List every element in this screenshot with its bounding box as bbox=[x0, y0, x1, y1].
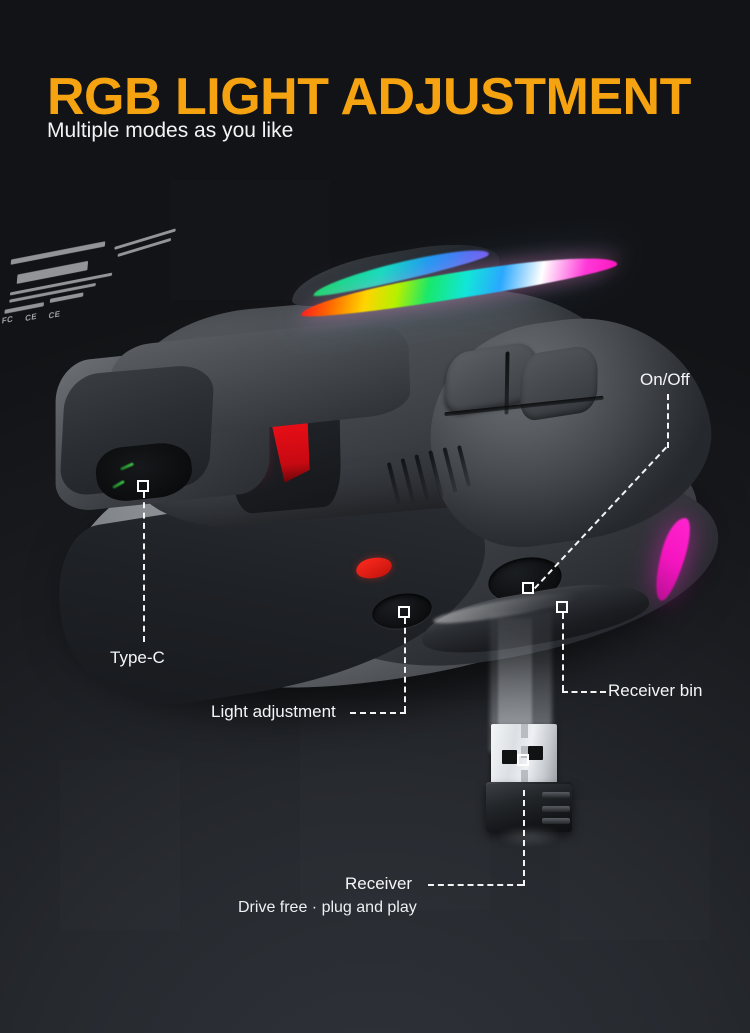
callout-line-receiver-bin-horizontal bbox=[562, 691, 606, 693]
callout-marker-on-off bbox=[522, 582, 534, 594]
callout-label-type-c: Type-C bbox=[110, 648, 165, 667]
callout-marker-receiver bbox=[517, 754, 529, 766]
callout-marker-receiver-bin bbox=[556, 601, 568, 613]
callout-label-receiver: Receiver bbox=[345, 874, 413, 893]
callout-line-light-adjustment-horizontal bbox=[350, 712, 406, 714]
usb-reflection bbox=[484, 828, 576, 854]
callout-line-type-c bbox=[143, 492, 145, 642]
callout-marker-type-c bbox=[137, 480, 149, 492]
page-title: RGB LIGHT ADJUSTMENT bbox=[47, 68, 691, 126]
mouse-illustration: FC CE CE bbox=[0, 228, 750, 721]
receiver-note: Drive free · plug and play bbox=[238, 899, 417, 916]
product-label-print: FC CE CE bbox=[0, 220, 192, 343]
callout-label-light-adjustment: Light adjustment bbox=[211, 702, 336, 721]
usb-receiver bbox=[462, 612, 602, 854]
usb-connector bbox=[491, 724, 557, 786]
callout-label-on-off: On/Off bbox=[640, 370, 690, 389]
motion-blur-trail bbox=[498, 618, 532, 744]
callout-marker-light-adjustment bbox=[398, 606, 410, 618]
page-subtitle: Multiple modes as you like bbox=[47, 119, 294, 142]
callout-label-receiver-bin: Receiver bin bbox=[608, 681, 703, 700]
usb-body bbox=[486, 784, 572, 832]
callout-line-receiver-horizontal bbox=[428, 884, 523, 886]
callout-line-receiver-bin-vertical bbox=[562, 613, 564, 691]
background-texture bbox=[60, 760, 180, 930]
callout-line-on-off-vertical bbox=[667, 394, 669, 448]
callout-line-receiver-vertical bbox=[523, 790, 525, 886]
callout-line-light-adjustment-vertical bbox=[404, 618, 406, 712]
